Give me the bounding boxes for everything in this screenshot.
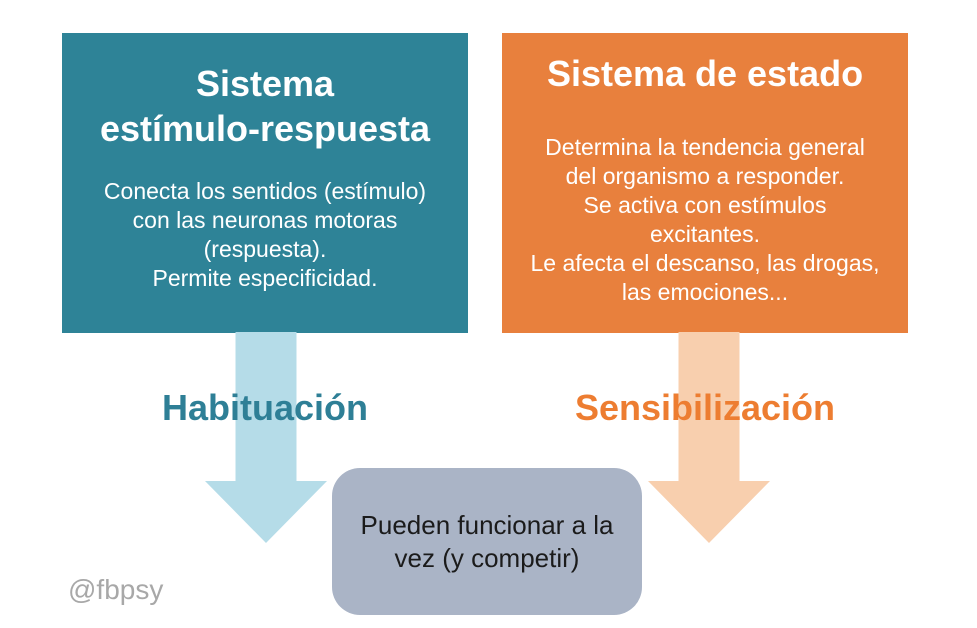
watermark: @fbpsy [68, 574, 164, 605]
habituation-down-arrow-icon [205, 332, 327, 543]
conclusion-text: Pueden funcionar a la vez (y competir) [360, 509, 614, 573]
stimulus-response-panel: Sistema estímulo-respuesta Conecta los s… [62, 33, 468, 333]
habituation-label: Habituación [161, 387, 368, 428]
state-system-panel: Sistema de estado Determina la tendencia… [502, 33, 908, 333]
state-system-description: Determina la tendencia general del organ… [530, 134, 880, 305]
sensitization-label: Sensibilización [574, 387, 836, 428]
sensitization-down-arrow-icon [648, 332, 770, 543]
stimulus-response-title: Sistema estímulo-respuesta [99, 63, 431, 149]
state-system-title: Sistema de estado [546, 53, 864, 94]
conclusion-box: Pueden funcionar a la vez (y competir) [332, 468, 642, 615]
stimulus-response-description: Conecta los sentidos (estímulo) con las … [103, 178, 427, 291]
